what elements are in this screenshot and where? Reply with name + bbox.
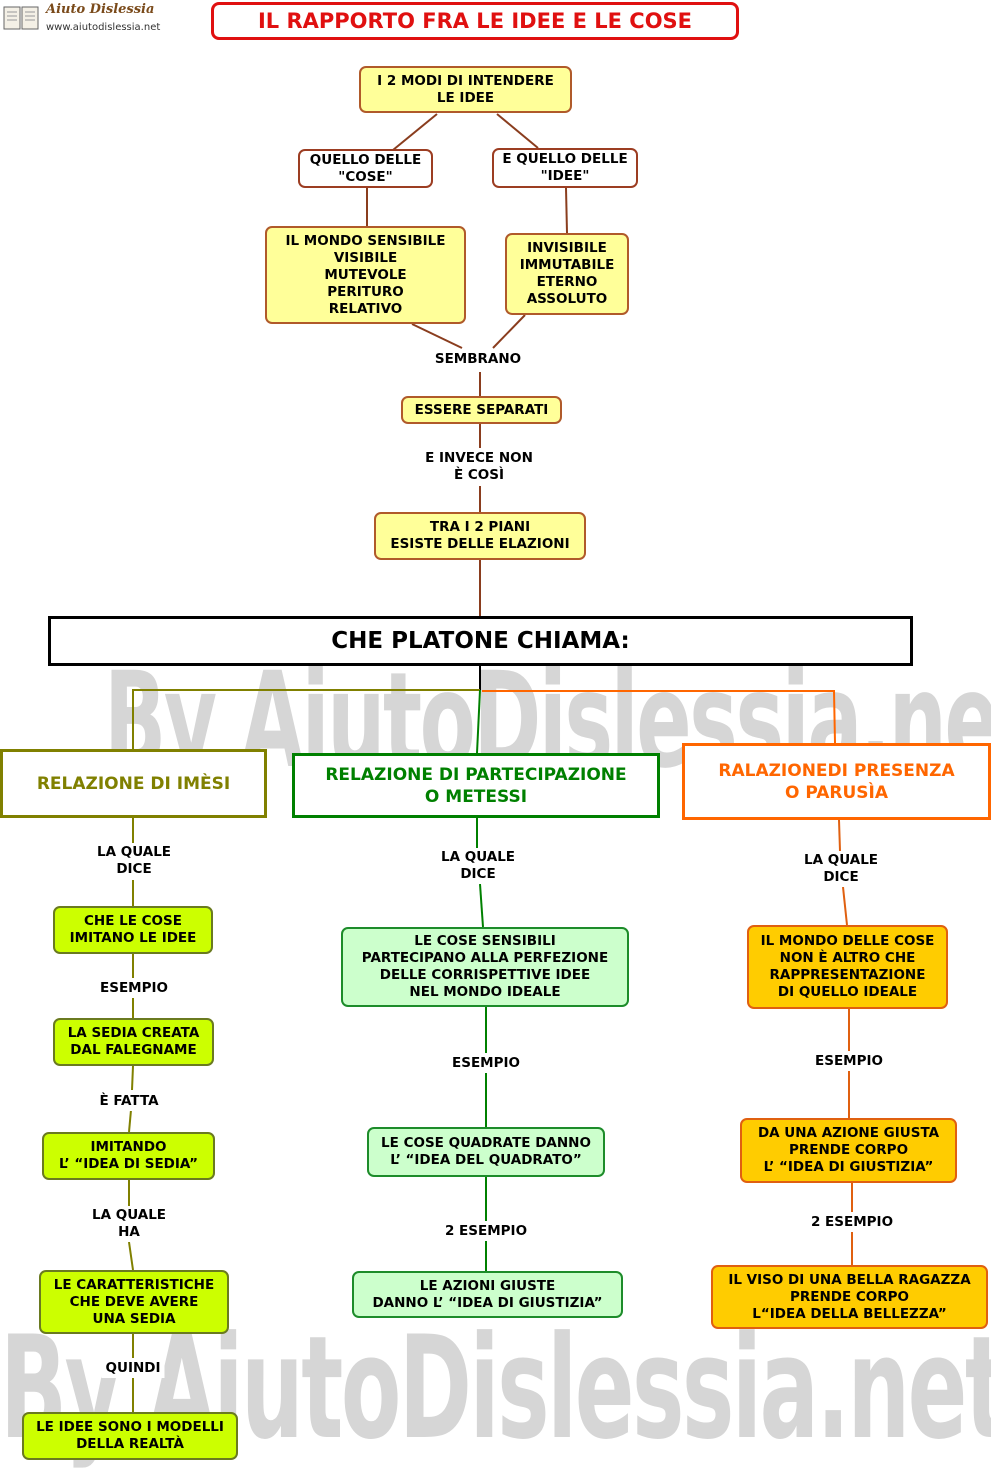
label-esempio-2: ESEMPIO <box>448 1054 524 1073</box>
node-quello-idee: E QUELLO DELLE "IDEE" <box>492 148 638 188</box>
label-quale-dice-3: LA QUALE DICE <box>799 851 883 887</box>
book-icon <box>3 6 39 30</box>
node-imitando: IMITANDO L’ “IDEA DI SEDIA” <box>42 1132 215 1180</box>
label-esempio-1: ESEMPIO <box>96 979 172 998</box>
node-modi-idee: I 2 MODI DI INTENDERE LE IDEE <box>359 66 572 113</box>
node-quello-cose: QUELLO DELLE "COSE" <box>298 149 433 188</box>
label-esempio2-3: 2 ESEMPIO <box>806 1213 898 1232</box>
label-esempio2-2: 2 ESEMPIO <box>440 1222 532 1241</box>
node-imitano: CHE LE COSE IMITANO LE IDEE <box>53 906 213 954</box>
node-platone: CHE PLATONE CHIAMA: <box>48 616 913 666</box>
label-e-fatta: È FATTA <box>95 1092 163 1111</box>
label-quale-dice-2: LA QUALE DICE <box>436 848 520 884</box>
label-sembrano: SEMBRANO <box>430 350 526 369</box>
label-quindi: QUINDI <box>101 1359 165 1378</box>
node-invisibile: INVISIBILE IMMUTABILE ETERNO ASSOLUTO <box>505 233 629 315</box>
logo-name: Aiuto Dislessia <box>46 2 155 17</box>
node-azione-giusta: DA UNA AZIONE GIUSTA PRENDE CORPO L’ “ID… <box>740 1118 957 1183</box>
label-esempio-3: ESEMPIO <box>811 1052 887 1071</box>
node-modelli: LE IDEE SONO I MODELLI DELLA REALTÀ <box>22 1412 238 1460</box>
node-mondo-sensibile: IL MONDO SENSIBILE VISIBILE MUTEVOLE PER… <box>265 226 466 324</box>
node-sedia: LA SEDIA CREATA DAL FALEGNAME <box>53 1018 214 1066</box>
node-viso: IL VISO DI UNA BELLA RAGAZZA PRENDE CORP… <box>711 1265 988 1329</box>
node-azioni: LE AZIONI GIUSTE DANNO L’ “IDEA DI GIUST… <box>352 1271 623 1318</box>
node-separati: ESSERE SEPARATI <box>401 396 562 424</box>
label-quale-ha: LA QUALE HA <box>87 1206 171 1242</box>
node-mondo-cose: IL MONDO DELLE COSE NON È ALTRO CHE RAPP… <box>747 925 948 1009</box>
node-quadrate: LE COSE QUADRATE DANNO L’ “IDEA DEL QUAD… <box>367 1127 605 1177</box>
label-invece: E INVECE NON È COSÌ <box>421 449 537 485</box>
label-quale-dice-1: LA QUALE DICE <box>92 843 176 879</box>
node-relazioni: TRA I 2 PIANI ESISTE DELLE ELAZIONI <box>374 512 586 560</box>
node-caratteristiche: LE CARATTERISTICHE CHE DEVE AVERE UNA SE… <box>39 1270 229 1334</box>
site-logo[interactable]: Aiuto Dislessia www.aiutodislessia.net <box>0 0 170 38</box>
node-parusia: RALAZIONEDI PRESENZA O PARUSÌA <box>682 743 991 820</box>
logo-url: www.aiutodislessia.net <box>46 22 161 33</box>
page-title: IL RAPPORTO FRA LE IDEE E LE COSE <box>211 2 739 40</box>
node-metessi: RELAZIONE DI PARTECIPAZIONE O METESSI <box>292 753 660 818</box>
node-imesi: RELAZIONE DI IMÈSI <box>0 749 267 818</box>
node-partecipano: LE COSE SENSIBILI PARTECIPANO ALLA PERFE… <box>341 927 629 1007</box>
